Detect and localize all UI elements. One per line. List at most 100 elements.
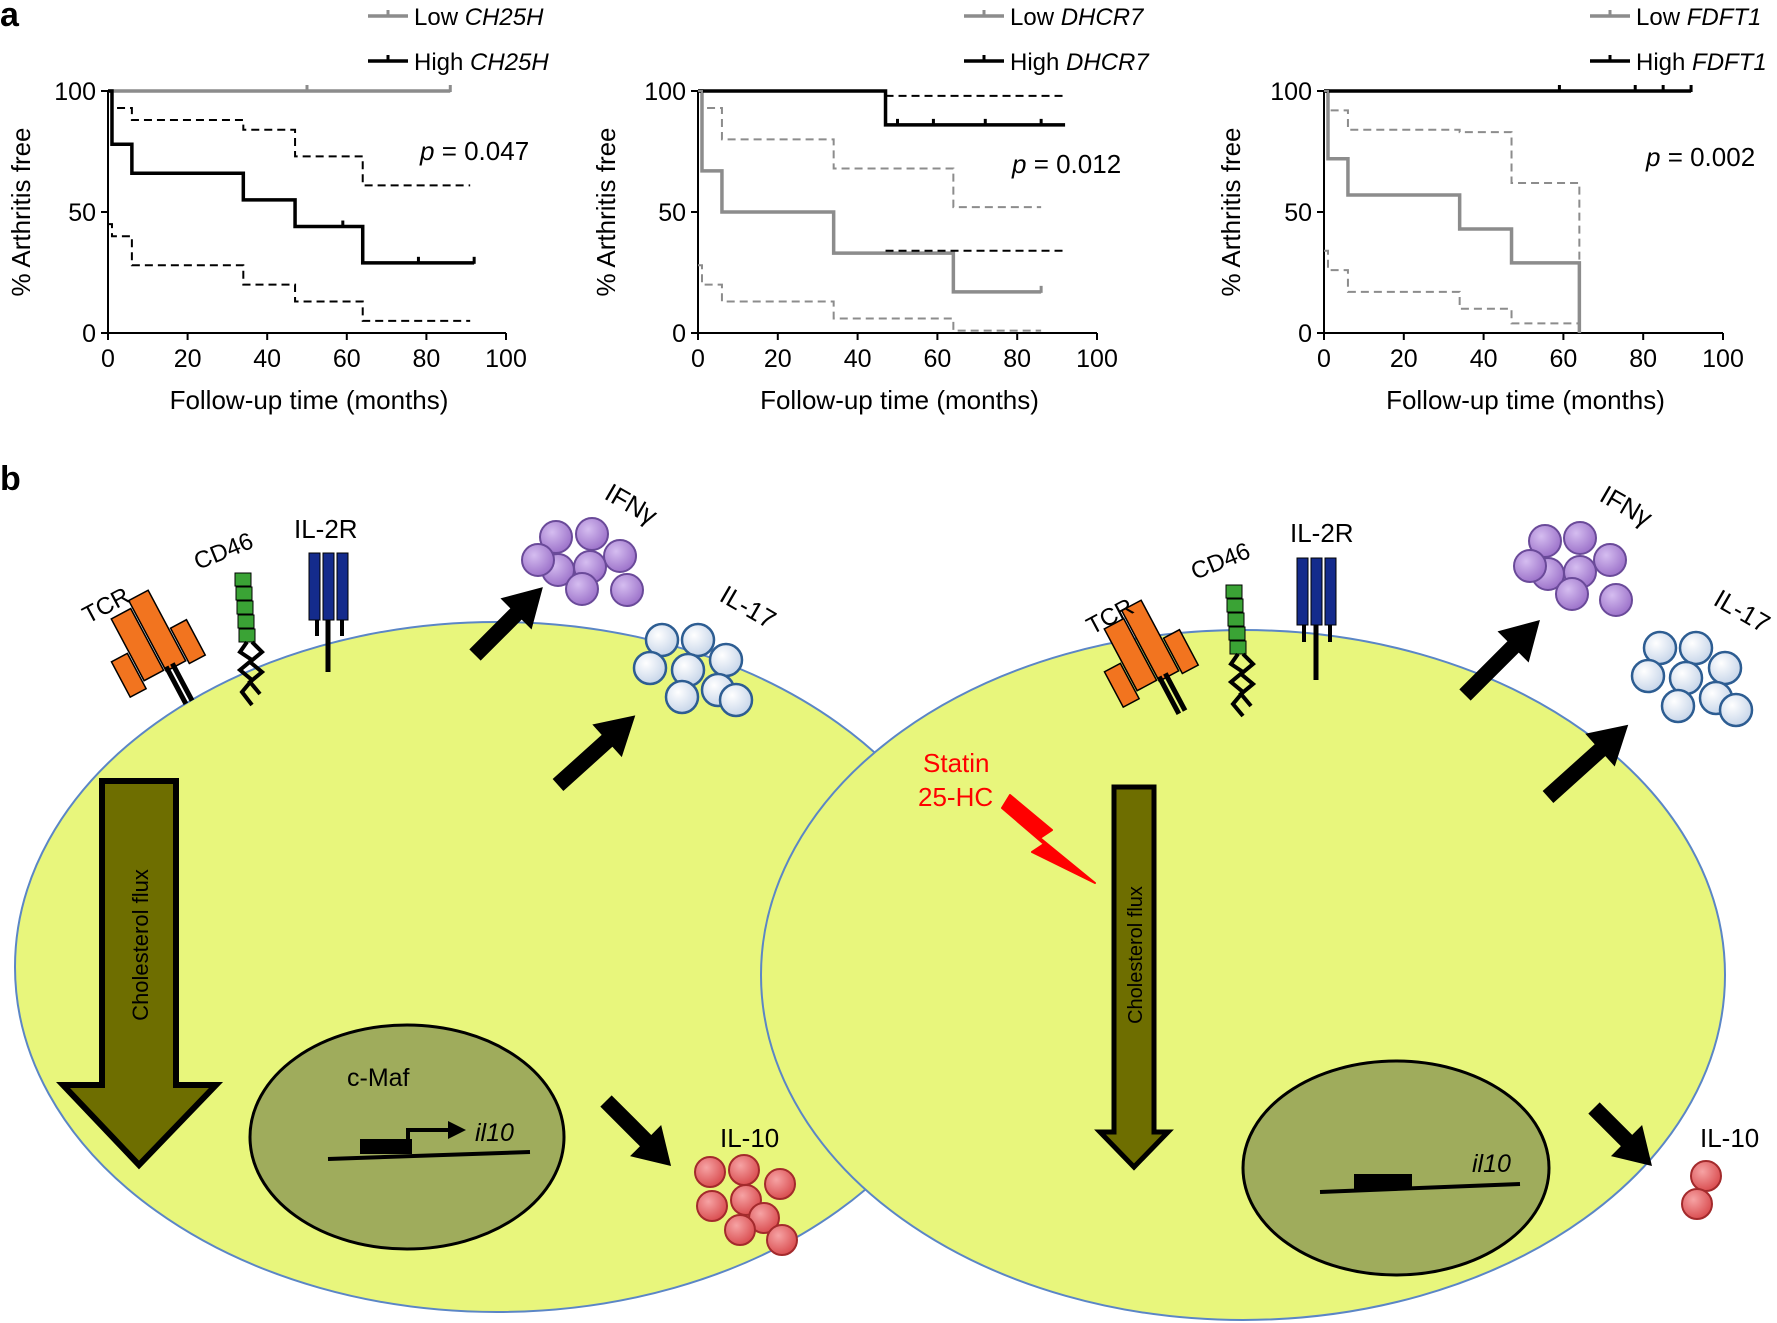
y-axis-label: % Arthritis free [1216, 127, 1246, 296]
p-value-label: p = 0.012 [1011, 149, 1121, 179]
x-tick-label: 60 [923, 345, 951, 373]
il17-molecules-icon [632, 622, 754, 718]
survival-line [108, 89, 475, 265]
legend-gene: CH25H [470, 49, 549, 76]
gene-label: il10 [1472, 1150, 1511, 1178]
y-tick-label: 100 [54, 78, 96, 106]
cd46-receptor [234, 572, 266, 707]
confidence-band-line [108, 90, 471, 187]
legend-high-label: High CH25H [414, 49, 549, 76]
legend-low-label: Low FDFT1 [1636, 4, 1761, 31]
il2r-label: IL-2R [1290, 518, 1354, 548]
y-axis-label: % Arthritis free [6, 127, 36, 296]
x-axis-label: Follow-up time (months) [1386, 385, 1665, 415]
il17-secretion-arrow [552, 715, 636, 791]
legend-high-label: High FDFT1 [1636, 49, 1767, 76]
ifng-label: IFNγ [600, 477, 663, 530]
cd46-label: CD46 [1187, 538, 1254, 586]
il17-molecules-icon [1630, 630, 1754, 728]
x-tick-label: 0 [691, 345, 705, 373]
x-tick-label: 0 [101, 345, 115, 373]
il10-molecules-icon [694, 1154, 798, 1256]
cd46-label: CD46 [190, 528, 257, 576]
confidence-band-line [698, 264, 1042, 332]
25hc-label: 25-HC [918, 782, 993, 812]
legend-low-label: Low CH25H [414, 4, 544, 31]
gene-label: il10 [475, 1119, 514, 1147]
legend-gene: CH25H [465, 4, 544, 31]
survival-line [1324, 89, 1582, 333]
legend-gene: DHCR7 [1066, 49, 1150, 76]
y-tick-label: 50 [658, 199, 686, 227]
y-tick-label: 100 [644, 78, 686, 106]
confidence-band-line [1324, 90, 1581, 333]
cell-body [760, 629, 1726, 1321]
transcription-arrow [406, 1128, 458, 1142]
y-tick-label: 50 [1284, 199, 1312, 227]
survival-line [698, 89, 1042, 294]
p-value-label: p = 0.002 [1645, 142, 1755, 172]
x-axis-label: Follow-up time (months) [760, 385, 1039, 415]
cd46-receptor [1225, 584, 1257, 718]
confidence-band-line [1324, 249, 1580, 325]
legend-gene: FDFT1 [1687, 4, 1762, 31]
il10-secretion-arrow [1588, 1102, 1652, 1166]
legend-gene: FDFT1 [1692, 49, 1767, 76]
x-tick-label: 60 [1549, 345, 1577, 373]
x-tick-label: 40 [253, 345, 281, 373]
il17-label: IL-17 [1709, 583, 1775, 639]
nucleus [1241, 1059, 1551, 1277]
legend-gene: DHCR7 [1061, 4, 1145, 31]
promoter-box [360, 1139, 412, 1154]
dna-line [327, 1150, 531, 1161]
legend-prefix: High [1636, 49, 1692, 76]
ifng-molecules-icon [1513, 521, 1633, 617]
promoter-box [1354, 1174, 1412, 1189]
x-axis-label: Follow-up time (months) [170, 385, 449, 415]
inhibition-lightning-icon [1001, 794, 1096, 884]
y-tick-label: 0 [672, 320, 686, 348]
legend-prefix: Low [414, 4, 465, 31]
x-tick-label: 100 [1702, 345, 1744, 373]
p-value: = 0.012 [1026, 149, 1121, 179]
p-value-label: p = 0.047 [419, 136, 529, 166]
cholesterol-flux-arrow [1094, 784, 1174, 1171]
il17-label: IL-17 [715, 579, 781, 635]
il10-secretion-arrow [600, 1095, 672, 1167]
panel-label-a: a [0, 0, 20, 34]
il2r-receptor [1296, 557, 1337, 680]
legend-prefix: Low [1636, 4, 1687, 31]
transcription-arrowhead-icon [448, 1121, 466, 1139]
x-tick-label: 0 [1317, 345, 1331, 373]
y-tick-label: 100 [1270, 78, 1312, 106]
legend-low-label: Low DHCR7 [1010, 4, 1145, 31]
legend-prefix: High [1010, 49, 1066, 76]
cholesterol-flux-label: Cholesterol flux [1125, 886, 1147, 1024]
x-tick-label: 60 [333, 345, 361, 373]
x-tick-label: 40 [844, 345, 872, 373]
survival-line [698, 89, 1066, 127]
cell-diagram-right: Cholesterol flux il10 TCR CD46 [760, 479, 1775, 1321]
confidence-band-line [108, 223, 471, 322]
cholesterol-flux-arrow [56, 778, 224, 1170]
y-tick-label: 0 [1298, 320, 1312, 348]
confidence-band-line [698, 90, 1042, 209]
ifng-molecules-icon [521, 517, 644, 607]
ifng-secretion-arrow [469, 587, 543, 661]
il10-label: IL-10 [1700, 1123, 1759, 1153]
p-symbol: p [1645, 142, 1660, 172]
p-value: = 0.047 [434, 136, 529, 166]
p-value: = 0.002 [1660, 142, 1755, 172]
x-tick-label: 80 [1629, 345, 1657, 373]
il10-label: IL-10 [720, 1123, 779, 1153]
x-tick-label: 80 [412, 345, 440, 373]
panel-label-b: b [0, 460, 21, 498]
ifng-secretion-arrow [1459, 620, 1540, 701]
il10-molecules-icon [1681, 1160, 1722, 1220]
x-tick-label: 20 [764, 345, 792, 373]
il2r-receptor [308, 552, 349, 672]
y-axis-label: % Arthritis free [591, 127, 621, 296]
